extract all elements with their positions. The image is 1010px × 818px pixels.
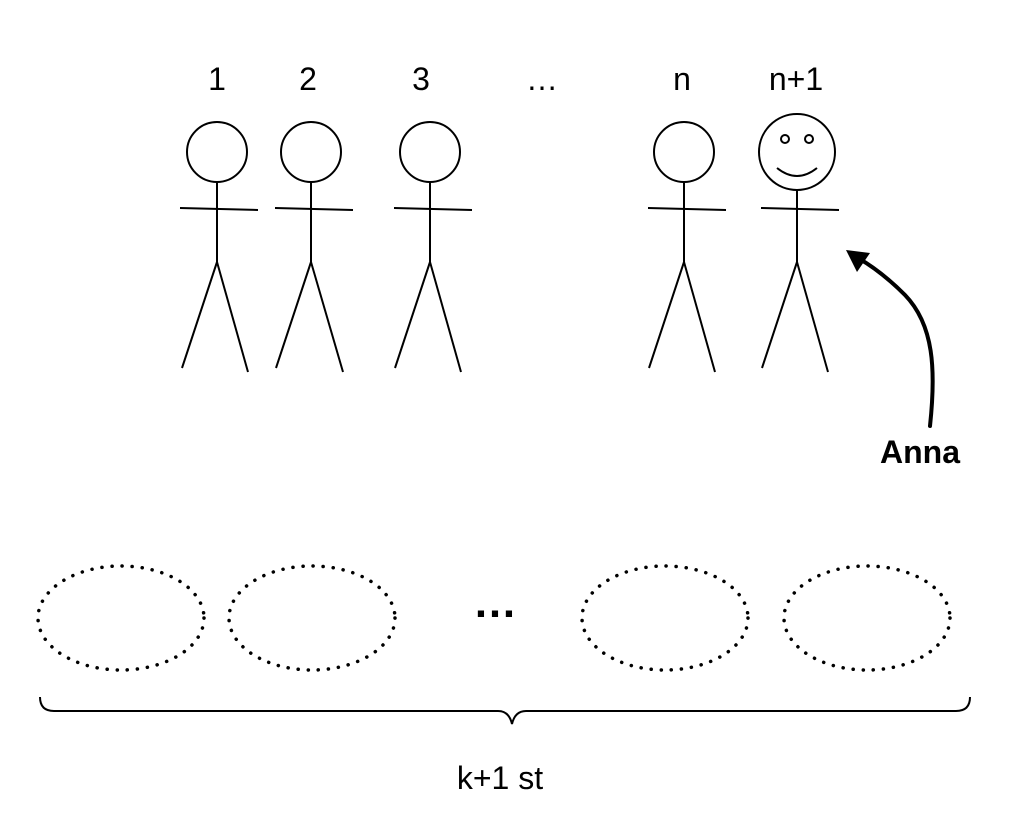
group-ellipse-1 xyxy=(36,564,206,672)
figure-label: n xyxy=(673,61,691,97)
figure-label: 3 xyxy=(412,61,430,97)
stick-figure-anna: n+1 xyxy=(758,61,840,373)
smiley-mouth xyxy=(776,167,818,177)
smiley-eye xyxy=(780,134,790,144)
curly-brace xyxy=(39,696,971,725)
figure-ellipsis: … xyxy=(526,61,558,97)
group-ellipse-3 xyxy=(580,564,750,672)
arrowhead-icon xyxy=(846,250,870,272)
group-ellipse-2 xyxy=(227,564,397,672)
figure-label: 2 xyxy=(299,61,317,97)
stick-figure-3: 3 xyxy=(393,61,473,373)
anna-label: Anna xyxy=(880,434,960,470)
stick-figure-n: n xyxy=(647,61,727,373)
stick-figure-2: 2 xyxy=(274,61,354,373)
group-ellipse-4 xyxy=(782,564,952,672)
pointer-arrow xyxy=(846,250,935,428)
smiley-face-icon xyxy=(758,113,836,191)
figure-label: n+1 xyxy=(769,61,823,97)
smiley-eye xyxy=(804,134,814,144)
stick-figure-1: 1 xyxy=(179,61,259,373)
groups-ellipsis: … xyxy=(473,578,517,627)
figure-label: 1 xyxy=(208,61,226,97)
brace-label: k+1 st xyxy=(457,760,543,796)
